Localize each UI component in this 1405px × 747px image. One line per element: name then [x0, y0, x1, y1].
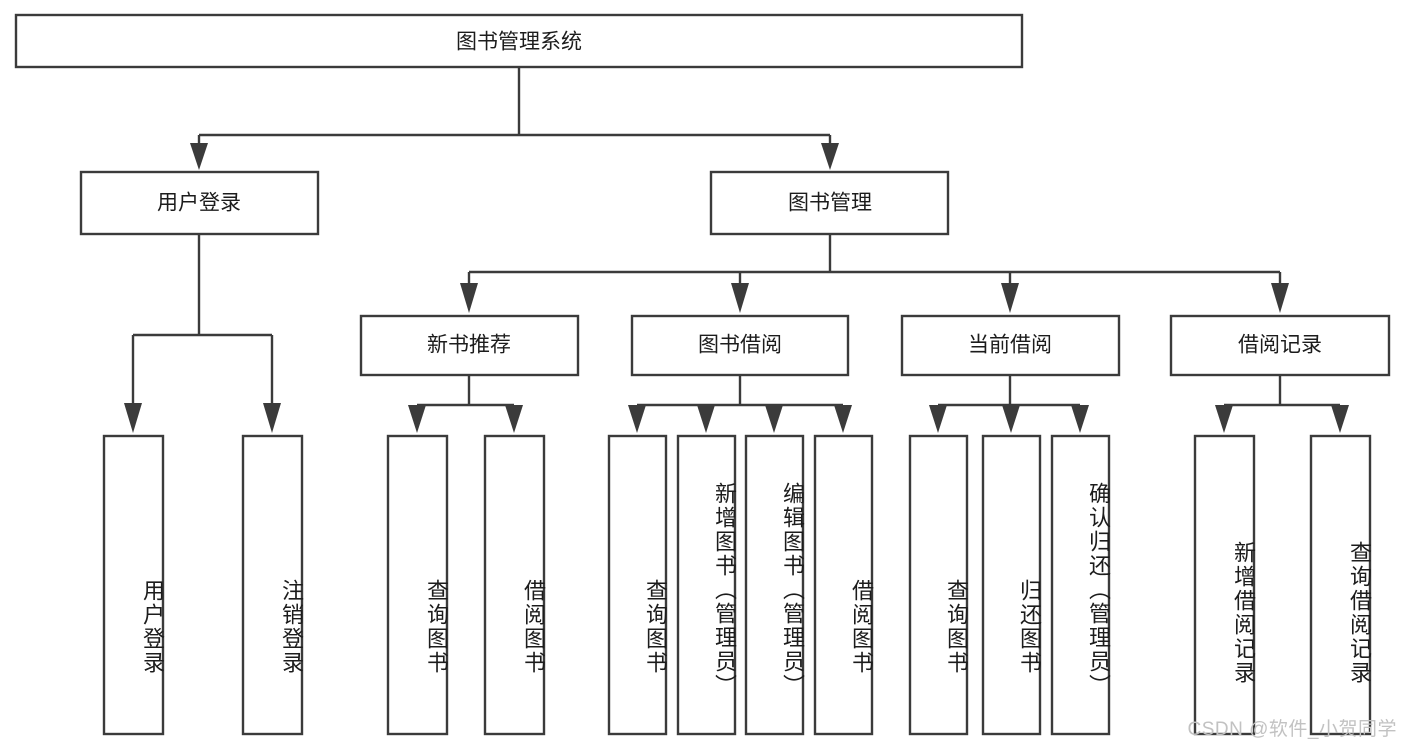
node-leaf-cb-query-book-label: 查询图书 [944, 579, 969, 675]
node-leaf-user-login-box[interactable] [102, 434, 165, 736]
connector-group-book-borrow [628, 375, 852, 433]
node-level2-borrow-record-label: 借阅记录 [1238, 334, 1322, 357]
node-leaf-cb-confirm-return-label-wrap: 确认归还（管理员） [1052, 436, 1111, 734]
node-leaf-br-query-record-box[interactable] [1309, 434, 1372, 736]
arrow-head-br-query-record [1331, 405, 1349, 433]
arrow-head-leaf-logout [263, 403, 281, 433]
node-level2-new-book-recommend-label: 新书推荐 [427, 334, 511, 357]
node-leaf-bb-edit-book-label: 编辑图书（管理员） [780, 482, 805, 698]
arrow-head-cb-return-book [1002, 405, 1020, 433]
node-leaf-logout-box[interactable] [241, 434, 304, 736]
node-leaf-cb-return-book-label: 归还图书 [1017, 579, 1042, 675]
node-leaf-bb-borrow-book-box[interactable] [813, 434, 874, 736]
node-leaf-bb-query-book-box[interactable] [607, 434, 668, 736]
connector-group-current-borrow [929, 375, 1089, 433]
node-leaf-nbr-query-book-label-wrap: 查询图书 [388, 436, 449, 734]
node-leaf-bb-borrow-book-label: 借阅图书 [849, 579, 874, 675]
node-leaf-nbr-query-book-label: 查询图书 [424, 579, 449, 675]
node-leaf-nbr-borrow-book-label: 借阅图书 [521, 579, 546, 675]
node-leaf-user-login-label: 用户登录 [140, 579, 165, 675]
node-level1-user-login-box[interactable] [79, 170, 320, 236]
arrow-head-bb-add-book [697, 405, 715, 433]
node-root-label: 图书管理系统 [456, 31, 582, 54]
node-leaf-nbr-query-book-box[interactable] [386, 434, 449, 736]
node-leaf-bb-add-book-label-wrap: 新增图书（管理员） [678, 436, 737, 734]
node-leaf-nbr-borrow-book-box[interactable] [483, 434, 546, 736]
arrow-head-nbr-borrow-book [505, 405, 523, 433]
node-level2-current-borrow-box[interactable] [900, 314, 1121, 377]
node-leaf-logout-label: 注销登录 [279, 579, 304, 675]
arrow-head-cb-query-book [929, 405, 947, 433]
node-level1-user-login-label: 用户登录 [157, 192, 241, 215]
node-leaf-bb-query-book-label-wrap: 查询图书 [609, 436, 668, 734]
arrow-head-bb-query-book [628, 405, 646, 433]
node-level2-book-borrow-label: 图书借阅 [698, 334, 782, 357]
node-leaf-bb-edit-book-box[interactable] [744, 434, 805, 736]
node-leaf-cb-return-book-box[interactable] [981, 434, 1042, 736]
node-level1-book-mgmt-label: 图书管理 [788, 192, 872, 215]
node-leaf-nbr-borrow-book-label-wrap: 借阅图书 [485, 436, 546, 734]
node-leaf-bb-borrow-book-label-wrap: 借阅图书 [815, 436, 874, 734]
node-level2-new-book-recommend-box[interactable] [359, 314, 580, 377]
node-level2-borrow-record-box[interactable] [1169, 314, 1391, 377]
arrow-head-cb-confirm-return [1071, 405, 1089, 433]
arrow-head-current-borrow [1001, 283, 1019, 313]
arrow-head-bb-borrow-book [834, 405, 852, 433]
node-leaf-cb-return-book-label-wrap: 归还图书 [983, 436, 1042, 734]
node-leaf-cb-confirm-return-box[interactable] [1050, 434, 1111, 736]
node-level2-book-borrow-box[interactable] [630, 314, 850, 377]
node-leaf-bb-edit-book-label-wrap: 编辑图书（管理员） [746, 436, 805, 734]
node-leaf-bb-add-book-label: 新增图书（管理员） [712, 482, 737, 698]
node-leaf-user-login-label-wrap: 用户登录 [104, 436, 165, 734]
arrow-head-bb-edit-book [765, 405, 783, 433]
arrow-head-leaf-user-login [124, 403, 142, 433]
arrow-head-book-borrow [731, 283, 749, 313]
connector-group-root [190, 67, 839, 170]
node-leaf-br-add-record-box[interactable] [1193, 434, 1256, 736]
node-leaf-cb-query-book-box[interactable] [908, 434, 969, 736]
connector-group-borrow-record [1215, 375, 1349, 433]
arrow-head-nbr-query-book [408, 405, 426, 433]
node-leaf-br-query-record-label-wrap: 查询借阅记录 [1311, 436, 1372, 734]
arrow-head-br-add-record [1215, 405, 1233, 433]
connector-group-user-login [124, 234, 281, 433]
node-leaf-bb-add-book-box[interactable] [676, 434, 737, 736]
node-leaf-br-add-record-label-wrap: 新增借阅记录 [1195, 436, 1256, 734]
connector-group-book-mgmt [460, 234, 1289, 313]
node-leaf-logout-label-wrap: 注销登录 [243, 436, 304, 734]
node-root-box[interactable] [14, 13, 1024, 69]
node-level2-current-borrow-label: 当前借阅 [968, 334, 1052, 357]
node-leaf-cb-confirm-return-label: 确认归还（管理员） [1086, 482, 1111, 698]
node-leaf-bb-query-book-label: 查询图书 [643, 579, 668, 675]
node-leaf-cb-query-book-label-wrap: 查询图书 [910, 436, 969, 734]
connector-group-new-book-recommend [408, 375, 523, 433]
arrow-head-user-login [190, 143, 208, 170]
node-level1-book-mgmt-box[interactable] [709, 170, 950, 236]
node-leaf-br-add-record-label: 新增借阅记录 [1231, 541, 1256, 685]
node-leaf-br-query-record-label: 查询借阅记录 [1347, 541, 1372, 685]
arrow-head-borrow-record [1271, 283, 1289, 313]
arrow-head-book-mgmt [821, 143, 839, 170]
arrow-head-new-book-recommend [460, 283, 478, 313]
